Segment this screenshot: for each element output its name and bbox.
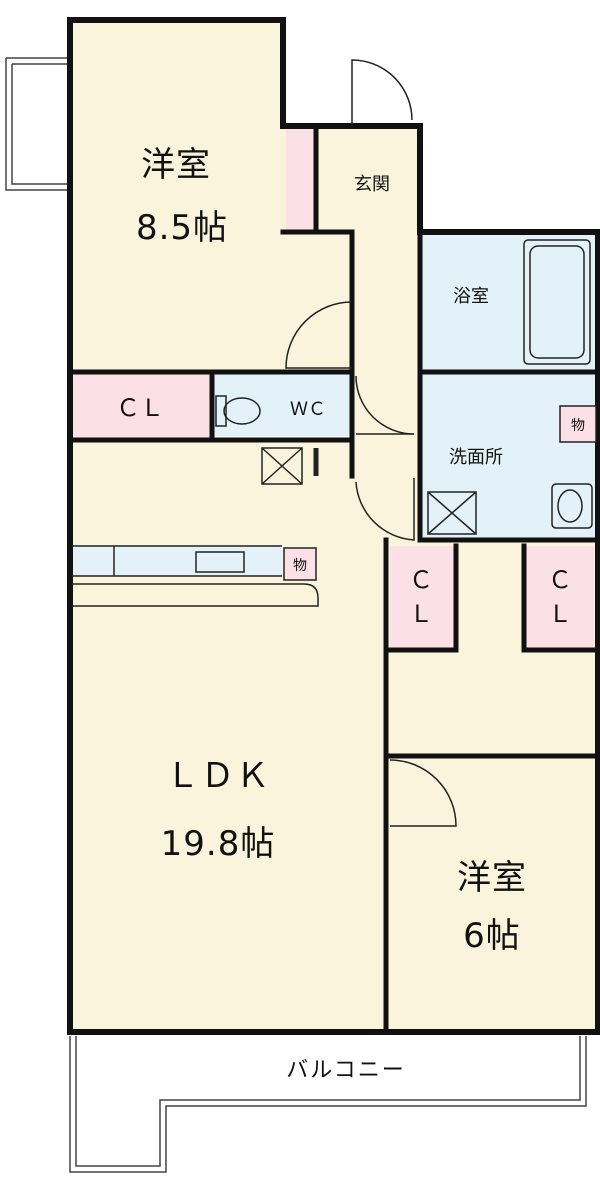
- closet-2-floor: [390, 546, 454, 650]
- wall-closets: [383, 543, 600, 653]
- storage-box-1: [283, 547, 317, 581]
- closet-1-floor: [70, 372, 210, 440]
- ldk-floor: [70, 440, 386, 1032]
- door-entrance: [351, 59, 413, 126]
- balcony-bottom-outline: [69, 1036, 587, 1173]
- door-toilet: [355, 375, 415, 435]
- wall-closet-toilet: [67, 369, 355, 479]
- hallway-floor: [352, 232, 420, 542]
- door-wash: [355, 478, 415, 541]
- bathroom-floor: [420, 232, 598, 372]
- vent-wash: [427, 491, 477, 535]
- vent-ldk: [261, 447, 303, 485]
- storage-box-2: [559, 405, 597, 443]
- wall-room1-east: [280, 229, 355, 375]
- door-room2: [389, 759, 457, 827]
- washbasin-bowl: [557, 489, 583, 523]
- balcony-left-outline: [5, 57, 70, 191]
- toilet-bowl: [223, 397, 261, 425]
- kitchen-counter: [72, 545, 319, 607]
- washroom-floor: [420, 372, 598, 540]
- toilet-tank: [215, 395, 227, 427]
- genkan-shoebox: [286, 128, 314, 230]
- toilet-floor: [214, 374, 350, 436]
- bathtub-inner: [529, 245, 585, 359]
- kitchen-counter-fill: [72, 546, 282, 576]
- door-room1: [285, 301, 353, 369]
- kitchen-sink: [195, 551, 245, 573]
- washbasin: [551, 483, 593, 529]
- closet-3-floor: [526, 546, 594, 650]
- western-room-2-floor: [386, 756, 598, 1032]
- bathtub: [523, 239, 591, 365]
